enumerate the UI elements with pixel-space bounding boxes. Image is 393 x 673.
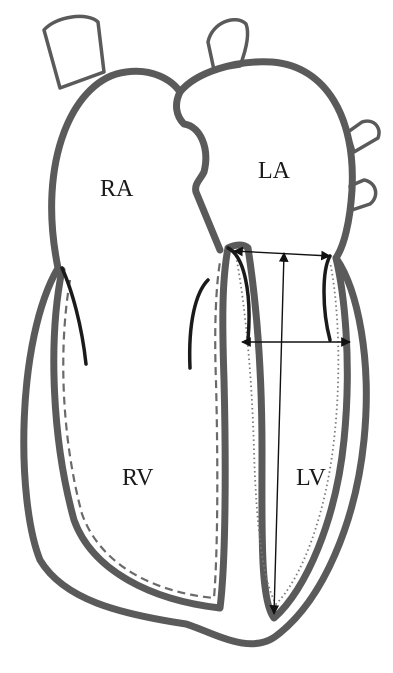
tricuspid-leaflet-1: [62, 268, 86, 364]
mitral-leaflet-1: [228, 248, 249, 340]
mitral-leaflet-2: [324, 256, 330, 340]
tricuspid-leaflet-2: [190, 280, 208, 368]
superior-vena-cava: [44, 16, 104, 88]
label-la: LA: [258, 158, 291, 184]
lv-length-arrow: [274, 253, 284, 614]
label-ra: RA: [100, 176, 134, 202]
rv-inner-wall: [54, 248, 228, 608]
atrial-septum: [177, 92, 220, 250]
label-rv: RV: [122, 465, 154, 491]
label-lv: LV: [296, 465, 326, 491]
